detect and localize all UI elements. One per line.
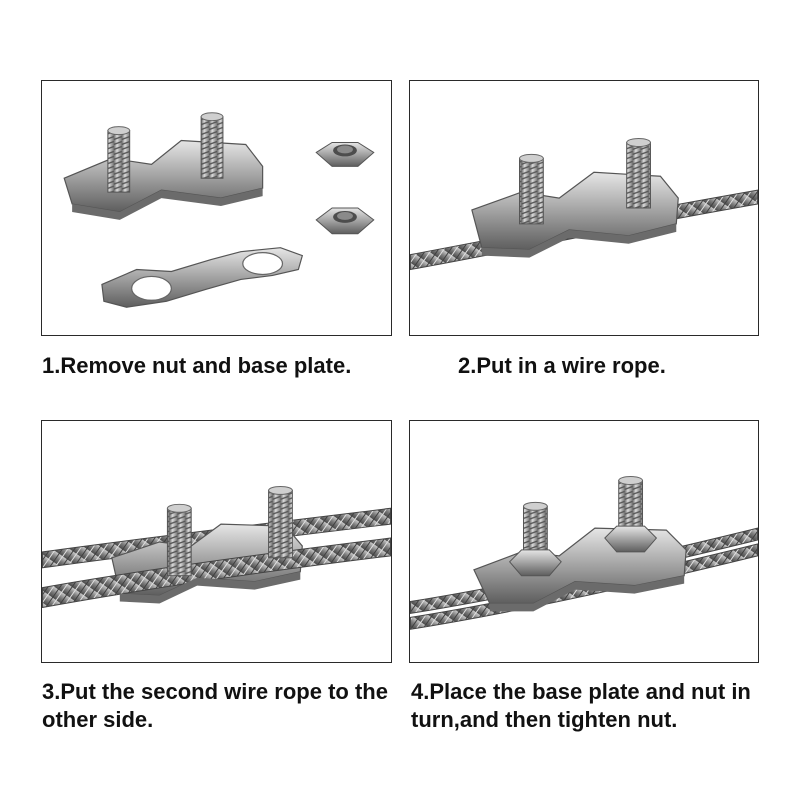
clamp-two-ropes-illustration bbox=[42, 485, 391, 609]
step-1-caption: 1.Remove nut and base plate. bbox=[42, 353, 352, 378]
clamp-disassembled-illustration bbox=[63, 112, 375, 308]
clamp-assembled-illustration bbox=[410, 476, 758, 630]
step-2-image bbox=[409, 80, 759, 336]
step-4-image bbox=[409, 420, 759, 663]
clamp-one-rope-illustration bbox=[410, 138, 758, 271]
step-3-caption: 3.Put the second wire rope to the other … bbox=[42, 679, 388, 732]
step-2-caption: 2.Put in a wire rope. bbox=[458, 353, 666, 378]
step-4-caption: 4.Place the base plate and nut in turn,a… bbox=[411, 679, 751, 732]
step-1-image bbox=[41, 80, 392, 336]
step-3-image bbox=[41, 420, 392, 663]
